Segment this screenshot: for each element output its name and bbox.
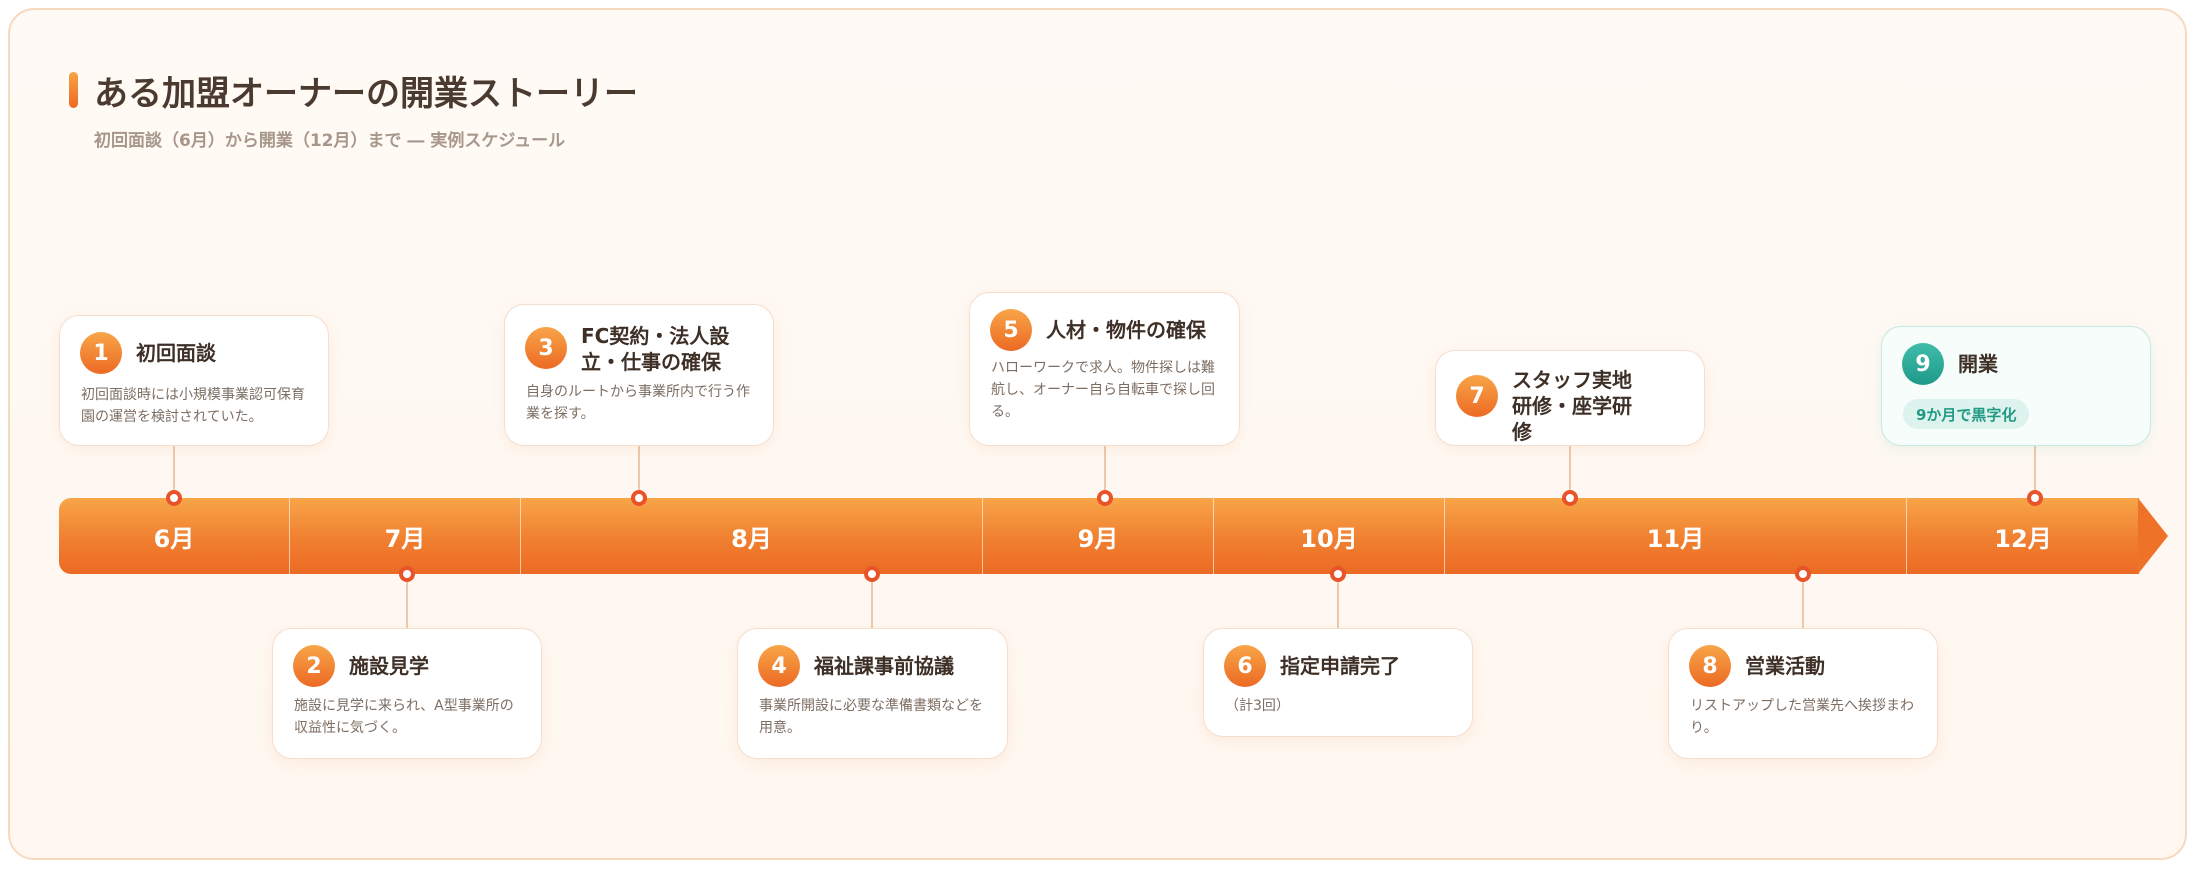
step-number-badge: 3 xyxy=(525,327,567,369)
step-card-1: 1 初回面談 初回面談時には小規模事業認可保育園の運営を検討されていた。 xyxy=(59,315,329,446)
step-title: 初回面談 xyxy=(136,341,216,365)
step-card-2: 2 施設見学 施設に見学に来られ、A型事業所の収益性に気づく。 xyxy=(272,628,542,759)
step-description: 施設に見学に来られ、A型事業所の収益性に気づく。 xyxy=(294,698,514,736)
connector-6 xyxy=(1337,574,1339,628)
milestone-dot-9 xyxy=(2027,490,2043,506)
page-subtitle: 初回面談（6月）から開業（12月）まで ― 実例スケジュール xyxy=(94,131,566,151)
step-description: 初回面談時には小規模事業認可保育園の運営を検討されていた。 xyxy=(81,387,305,425)
step-number-badge: 1 xyxy=(80,332,122,374)
milestone-dot-7 xyxy=(1562,490,1578,506)
milestone-dot-5 xyxy=(1097,490,1113,506)
connector-3 xyxy=(638,446,640,498)
step-title: FC契約・法人設立・仕事の確保 xyxy=(581,324,730,374)
step-title: 施設見学 xyxy=(349,654,429,678)
step-title: 指定申請完了 xyxy=(1280,654,1400,678)
month-september: 9月 xyxy=(982,498,1213,574)
step-number-badge: 9 xyxy=(1902,343,1944,385)
title-accent-bar xyxy=(69,72,78,108)
step-title: 営業活動 xyxy=(1745,654,1825,678)
month-december: 12月 xyxy=(1906,498,2139,574)
milestone-dot-1 xyxy=(166,490,182,506)
step-description: 事業所開設に必要な準備書類などを用意。 xyxy=(759,698,983,736)
step-card-7: 7 スタッフ実地研修・座学研修 xyxy=(1435,350,1705,446)
step-description: （計3回） xyxy=(1225,698,1290,714)
milestone-dot-6 xyxy=(1330,566,1346,582)
month-november: 11月 xyxy=(1444,498,1906,574)
connector-2 xyxy=(406,574,408,628)
step-card-5: 5 人材・物件の確保 ハローワークで求人。物件探しは難航し、オーナー自ら自転車で… xyxy=(969,292,1240,446)
connector-1 xyxy=(173,446,175,498)
connector-9 xyxy=(2034,446,2036,498)
timeline-bar: 6月 7月 8月 9月 10月 11月 12月 xyxy=(59,498,2139,574)
step-title: スタッフ実地研修・座学研修 xyxy=(1512,368,1632,444)
step-title: 福祉課事前協議 xyxy=(814,654,954,678)
step-description: ハローワークで求人。物件探しは難航し、オーナー自ら自転車で探し回る。 xyxy=(991,360,1215,420)
connector-4 xyxy=(871,574,873,628)
milestone-dot-3 xyxy=(631,490,647,506)
month-june: 6月 xyxy=(153,524,195,553)
step-card-6: 6 指定申請完了 （計3回） xyxy=(1203,628,1473,737)
step-description: リストアップした営業先へ挨拶まわり。 xyxy=(1690,698,1914,736)
step-number-badge: 8 xyxy=(1689,645,1731,687)
step-number-badge: 5 xyxy=(990,309,1032,351)
step-card-3: 3 FC契約・法人設立・仕事の確保 自身のルートから事業所内で行う作業を探す。 xyxy=(504,304,774,446)
step-number-badge: 4 xyxy=(758,645,800,687)
step-description: 自身のルートから事業所内で行う作業を探す。 xyxy=(526,384,750,422)
step-title: 人材・物件の確保 xyxy=(1046,318,1206,342)
page-title: ある加盟オーナーの開業ストーリー xyxy=(94,74,638,114)
milestone-dot-8 xyxy=(1795,566,1811,582)
profit-badge: 9か月で黒字化 xyxy=(1903,399,2030,429)
step-title: 開業 xyxy=(1958,352,1998,376)
milestone-dot-2 xyxy=(399,566,415,582)
step-number-badge: 7 xyxy=(1456,375,1498,417)
month-july: 7月 xyxy=(289,498,520,574)
milestone-dot-4 xyxy=(864,566,880,582)
connector-7 xyxy=(1569,446,1571,498)
step-card-9: 9 開業 9か月で黒字化 xyxy=(1881,326,2151,446)
month-august: 8月 xyxy=(520,498,982,574)
step-number-badge: 2 xyxy=(293,645,335,687)
month-october: 10月 xyxy=(1213,498,1444,574)
connector-5 xyxy=(1104,446,1106,498)
connector-8 xyxy=(1802,574,1804,628)
step-card-4: 4 福祉課事前協議 事業所開設に必要な準備書類などを用意。 xyxy=(737,628,1008,759)
step-card-8: 8 営業活動 リストアップした営業先へ挨拶まわり。 xyxy=(1668,628,1938,759)
step-number-badge: 6 xyxy=(1224,645,1266,687)
